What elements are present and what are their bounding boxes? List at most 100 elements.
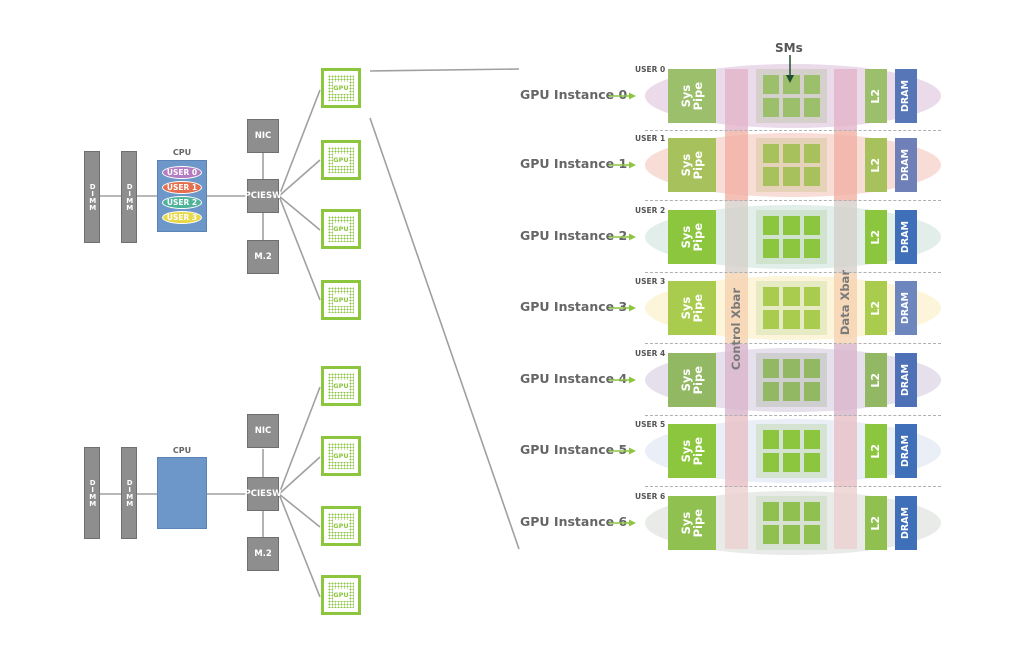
dram-block: DRAM (895, 69, 917, 123)
cpu-user-pill: USER 2 (162, 196, 202, 209)
nic-box: NIC (247, 119, 279, 153)
streaming-multiprocessor (783, 502, 800, 521)
arrow-right-icon (609, 233, 636, 241)
gpu-chip: GPU (321, 366, 361, 406)
arrow-right-icon (609, 447, 636, 455)
sm-group (756, 69, 827, 123)
gpu-instance-label: GPU Instance 3 (520, 299, 628, 314)
user-tag: USER 2 (635, 206, 666, 215)
gpu-chip: GPU (321, 209, 361, 249)
pcie-gpu-link (278, 456, 321, 495)
streaming-multiprocessor (783, 310, 800, 329)
dram-label: DRAM (900, 291, 912, 324)
gpu-label: GPU (333, 380, 349, 392)
cpu-user-pill: USER 1 (162, 181, 202, 194)
streaming-multiprocessor (783, 239, 800, 258)
pcie-gpu-link (278, 89, 321, 197)
sm-group (756, 353, 827, 407)
cpu-box: USER 0 USER 1 USER 2 USER 3 (157, 160, 207, 232)
streaming-multiprocessor (803, 525, 820, 544)
pcie-switch-label: SW (265, 190, 282, 201)
cpu-box (157, 457, 207, 529)
data-xbar-segment (834, 344, 857, 416)
gpu-instance-label: GPU Instance 5 (520, 442, 628, 457)
gpu-chip: GPU (321, 506, 361, 546)
streaming-multiprocessor (803, 98, 820, 117)
dram-block: DRAM (895, 281, 917, 335)
dram-label: DRAM (900, 220, 912, 253)
streaming-multiprocessor (783, 144, 800, 163)
arrow-right-icon (609, 161, 636, 169)
pcie-switch-label: SW (265, 488, 282, 499)
dimm-module: DIMM (84, 151, 100, 243)
nic-box: NIC (247, 414, 279, 448)
dram-label: DRAM (900, 148, 912, 181)
dimm-label: DIMM (125, 479, 134, 507)
sys-pipe-label-line: Pipe (691, 365, 705, 395)
user-tag: USER 4 (635, 349, 666, 358)
streaming-multiprocessor (763, 98, 780, 117)
streaming-multiprocessor (803, 167, 820, 186)
control-xbar-segment (725, 487, 748, 549)
pcie-switch-label: PCIE (244, 190, 266, 201)
streaming-multiprocessor (783, 216, 800, 235)
dimm-label: DIMM (88, 183, 97, 211)
control-xbar-segment (725, 131, 748, 201)
l2-cache-block: L2 (865, 69, 887, 123)
pcie-gpu-link (278, 195, 321, 301)
streaming-multiprocessor (763, 453, 780, 472)
sm-group (756, 138, 827, 192)
gpu-instance-label: GPU Instance 0 (520, 87, 628, 102)
sm-group (756, 496, 827, 550)
streaming-multiprocessor (783, 75, 800, 94)
streaming-multiprocessor (763, 525, 780, 544)
gpu-label: GPU (333, 223, 349, 235)
m2-storage-box: M.2 (247, 537, 279, 571)
l2-label: L2 (869, 300, 883, 316)
gpu-chip: GPU (321, 280, 361, 320)
data-xbar-segment (834, 69, 857, 131)
streaming-multiprocessor (783, 167, 800, 186)
instance-separator (645, 200, 941, 201)
l2-cache-block: L2 (865, 210, 887, 264)
streaming-multiprocessor (803, 382, 820, 401)
gpu-chip: GPU (321, 140, 361, 180)
streaming-multiprocessor (803, 502, 820, 521)
dimm-label: DIMM (88, 479, 97, 507)
data-xbar-segment (834, 273, 857, 344)
user-tag: USER 5 (635, 420, 666, 429)
cpu-label: CPU (172, 148, 192, 157)
dimm-module: DIMM (121, 447, 137, 539)
streaming-multiprocessor (803, 144, 820, 163)
streaming-multiprocessor (763, 144, 780, 163)
streaming-multiprocessor (763, 239, 780, 258)
l2-cache-block: L2 (865, 353, 887, 407)
streaming-multiprocessor (783, 382, 800, 401)
l2-cache-block: L2 (865, 138, 887, 192)
dram-block: DRAM (895, 353, 917, 407)
pcie-gpu-link (278, 386, 321, 495)
streaming-multiprocessor (803, 216, 820, 235)
l2-label: L2 (869, 372, 883, 388)
sys-pipe-label-line: Pipe (691, 150, 705, 180)
sm-group (756, 424, 827, 478)
control-xbar-segment (725, 273, 748, 344)
streaming-multiprocessor (803, 453, 820, 472)
streaming-multiprocessor (783, 287, 800, 306)
user-tag: USER 1 (635, 134, 666, 143)
l2-label: L2 (869, 229, 883, 245)
l2-label: L2 (869, 515, 883, 531)
gpu-chip: GPU (321, 575, 361, 615)
streaming-multiprocessor (763, 502, 780, 521)
data-xbar-label: Data Xbar (838, 270, 852, 336)
sms-label: SMs (775, 41, 803, 55)
l2-cache-block: L2 (865, 496, 887, 550)
cpu-label: CPU (172, 446, 192, 455)
